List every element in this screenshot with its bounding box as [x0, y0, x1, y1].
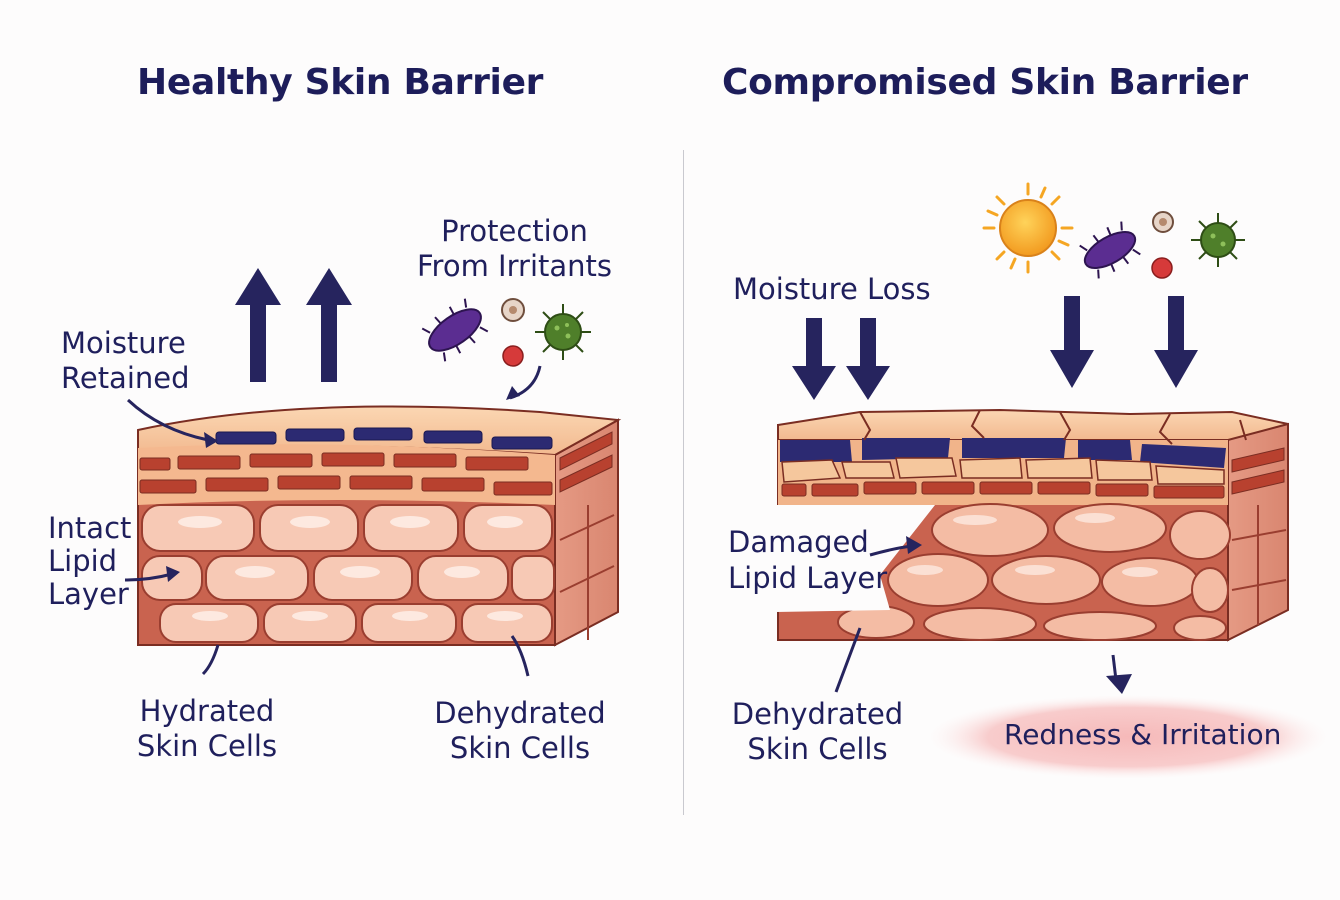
panel-divider [683, 150, 684, 815]
damaged-lipid-label: Damaged Lipid Layer [728, 525, 888, 596]
down-arrow-icon [1050, 296, 1094, 388]
down-arrow-icon [792, 318, 836, 400]
pollen-icon [501, 298, 525, 322]
healthy-skin-block [137, 405, 622, 647]
bacteria-icon [1079, 221, 1141, 279]
moisture-loss-label: Moisture Loss [733, 272, 931, 306]
moisture-retained-label: Moisture Retained [61, 326, 190, 395]
bacteria-icon [421, 298, 489, 362]
compromised-dehydrated-cells-label: Dehydrated Skin Cells [731, 697, 904, 766]
moisture-loss-arrows [792, 296, 1198, 400]
up-arrow-icon [306, 268, 352, 382]
virus-icon [535, 304, 591, 360]
protection-label: Protection From Irritants [416, 214, 612, 283]
pollen-icon [1152, 211, 1174, 233]
red-particle-icon [1151, 257, 1173, 279]
down-arrow-icon [1154, 296, 1198, 388]
red-particle-icon [502, 345, 524, 367]
redness-irritation-label: Redness & Irritation [1004, 718, 1282, 751]
virus-icon [1191, 213, 1245, 267]
intact-lipid-label: Intact Lipid Layer [48, 511, 132, 611]
hydrated-cells-label: Hydrated Skin Cells [136, 694, 278, 763]
compromised-irritants [982, 182, 1245, 279]
healthy-title: Healthy Skin Barrier [137, 62, 544, 103]
up-arrow-icon [235, 268, 281, 382]
healthy-irritants [421, 298, 591, 367]
compromised-title: Compromised Skin Barrier [722, 62, 1248, 103]
redness-glow [928, 695, 1328, 779]
healthy-dehydrated-cells-label: Dehydrated Skin Cells [434, 696, 606, 765]
compromised-skin-block [776, 408, 1289, 642]
sun-icon [982, 182, 1074, 274]
down-arrow-icon [846, 318, 890, 400]
moisture-retained-arrows [235, 268, 352, 382]
